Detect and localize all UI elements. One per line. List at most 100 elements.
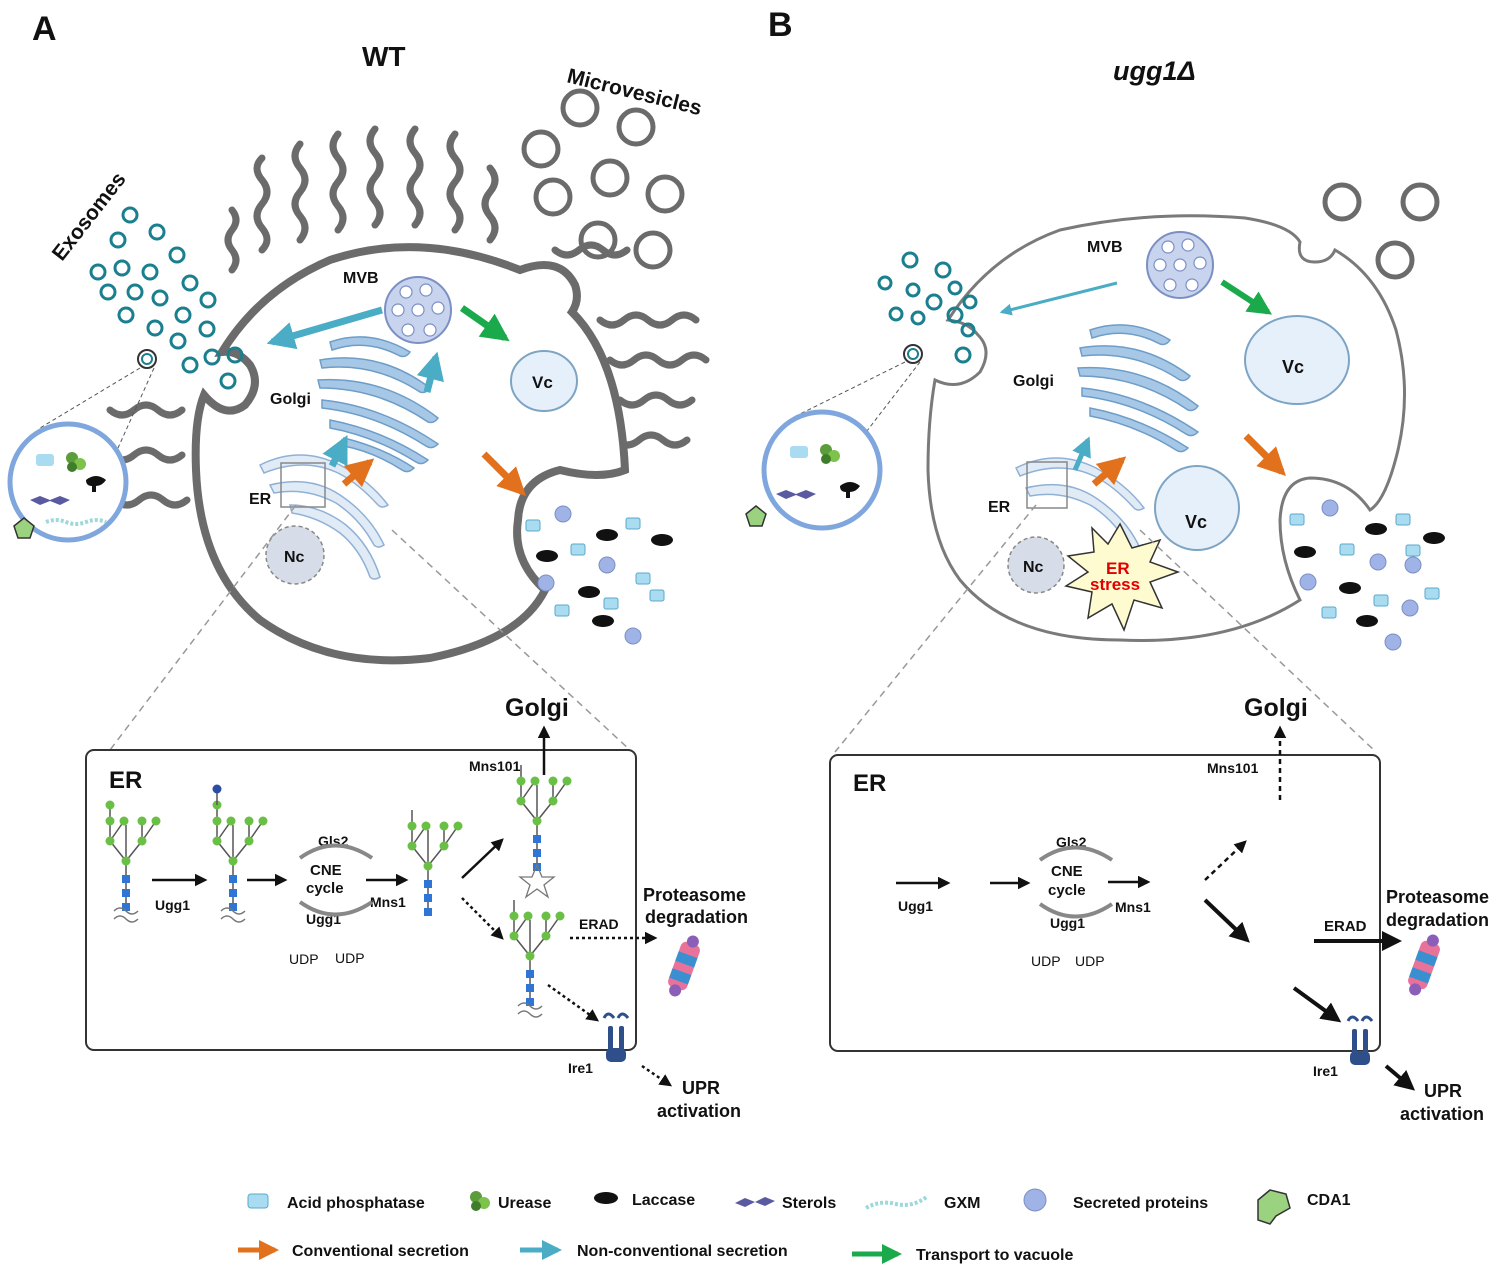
legend-conventional: Conventional secretion [292, 1243, 469, 1260]
legend-laccase: Laccase [632, 1192, 695, 1209]
udp-label-b-wt: UDP [335, 950, 365, 966]
panel-a-letter: A [32, 10, 57, 48]
nonconv-arrow-exosome-mutant [999, 281, 1118, 316]
gxm-icon [865, 1194, 930, 1210]
glycan-tree [509, 900, 565, 1018]
golgi-destination-mutant: Golgi [1244, 694, 1308, 722]
cne-label-wt: CNE [310, 862, 342, 879]
ugg1-label-b-mutant: Ugg1 [1050, 915, 1085, 931]
proteasome-icons [668, 934, 1440, 997]
mvb-label-wt: MVB [343, 270, 379, 287]
nonconv-arrow-golgi-mvb-wt [416, 351, 444, 393]
sterols-icon [735, 1197, 775, 1207]
exosomes-mutant [877, 251, 978, 364]
er-label-mutant: ER [988, 499, 1011, 516]
mvb-label-mutant: MVB [1087, 239, 1123, 256]
erad-label-wt: ERAD [579, 916, 619, 932]
conv-arrow-er-golgi-mutant [1091, 456, 1127, 487]
nonconv-arrow-er-mutant [1072, 436, 1091, 471]
vacuole-arrow-wt [459, 305, 510, 342]
mvb-wt [384, 276, 452, 344]
legend-nonconventional: Non-conventional secretion [577, 1243, 788, 1260]
erad-label-mutant: ERAD [1324, 918, 1367, 935]
panel-a-title: WT [362, 41, 406, 72]
upr-label-mutant: UPR [1424, 1081, 1462, 1101]
cycle-label-wt: cycle [306, 880, 344, 897]
legend: Acid phosphatase Urease Laccase Sterols … [238, 1188, 1351, 1264]
nucleus-wt [265, 525, 325, 585]
secreted-cargo-mutant [1289, 499, 1445, 651]
nucleus-mutant [1007, 536, 1065, 594]
microvesicles-wt [521, 88, 685, 270]
cda1-icon [1257, 1189, 1291, 1225]
golgi-wt [317, 336, 440, 473]
exosomes-label-wt: Exosomes [48, 168, 131, 265]
legend-sterols: Sterols [782, 1195, 836, 1212]
degradation-label-mutant: degradation [1386, 910, 1489, 930]
mns1-label-wt: Mns1 [370, 894, 406, 910]
er-label-wt: ER [249, 491, 272, 508]
legend-secreted-proteins: Secreted proteins [1073, 1195, 1208, 1212]
udp-label-b-mutant: UDP [1075, 953, 1105, 969]
glycan-tree [516, 765, 572, 899]
laccase-icon [594, 1192, 618, 1204]
legend-acid-phosphatase: Acid phosphatase [287, 1195, 425, 1212]
golgi-destination-wt: Golgi [505, 694, 569, 722]
panel-a: A WT Micr [7, 10, 748, 1121]
ire1-label-mutant: Ire1 [1313, 1063, 1338, 1079]
ire1-icons [602, 1012, 1374, 1065]
ugg1-label-a-mutant: Ugg1 [898, 898, 933, 914]
microvesicles-mutant [1322, 182, 1440, 280]
cne-label-mutant: CNE [1051, 863, 1083, 880]
degradation-label-wt: degradation [645, 907, 748, 927]
vacuole-2-mutant [1154, 465, 1240, 551]
panel-b: B ugg1Δ [745, 6, 1489, 1124]
glycan-tree [212, 784, 268, 923]
conv-arrow-er-golgi-wt [341, 458, 375, 488]
vacuole-label-wt: Vc [532, 373, 553, 392]
exosomes-wt [89, 206, 244, 390]
vacuole-wt [510, 350, 578, 412]
ire1-label-wt: Ire1 [568, 1060, 593, 1076]
cycle-label-mutant: cycle [1048, 882, 1086, 899]
er-box-label-mutant: ER [853, 770, 886, 797]
nucleus-label-wt: Nc [284, 549, 305, 566]
vacuole-1-mutant [1244, 315, 1350, 405]
er-stress-burst [1064, 522, 1181, 633]
pathway-arrows-mutant [896, 725, 1416, 1091]
exosome-zoom-mutant [745, 409, 883, 531]
panel-b-title: ugg1Δ [1113, 56, 1196, 86]
proteasome-label-mutant: Proteasome [1386, 887, 1489, 907]
panel-b-letter: B [768, 6, 793, 44]
er-stress-label-1: ER [1106, 559, 1130, 578]
golgi-mutant [1077, 324, 1200, 453]
exosome-zoom-wt [7, 421, 129, 543]
secreted-proteins-icon [1023, 1188, 1047, 1212]
legend-cda1: CDA1 [1307, 1192, 1351, 1209]
urease-icon [470, 1191, 490, 1211]
upr-label-wt: UPR [682, 1078, 720, 1098]
legend-urease: Urease [498, 1195, 551, 1212]
udp-label-a-wt: UDP [289, 951, 319, 967]
activation-label-wt: activation [657, 1101, 741, 1121]
vacuole-arrow-mutant [1220, 279, 1273, 315]
er-pathway-box-mutant [829, 754, 1381, 1052]
legend-vacuole: Transport to vacuole [916, 1247, 1073, 1264]
golgi-label-mutant: Golgi [1013, 373, 1054, 390]
vacuole-2-label-mutant: Vc [1185, 512, 1207, 532]
mvb-mutant [1146, 231, 1214, 299]
secreted-cargo-wt [525, 505, 673, 645]
vacuole-1-label-mutant: Vc [1282, 357, 1304, 377]
mns101-label-wt: Mns101 [469, 758, 521, 774]
proteasome-label-wt: Proteasome [643, 885, 746, 905]
er-stress-label-2: stress [1090, 575, 1140, 594]
nonconv-arrow-er-wt [322, 434, 349, 468]
nucleus-label-mutant: Nc [1023, 559, 1044, 576]
conv-arrow-golgi-pm-wt [481, 451, 526, 496]
glycan-tree [407, 810, 463, 916]
pathway-arrows-wt [152, 725, 673, 1087]
legend-gxm: GXM [944, 1195, 980, 1212]
er-pathway-box-wt [85, 749, 637, 1051]
nonconv-arrow-exosome-wt [266, 306, 383, 350]
